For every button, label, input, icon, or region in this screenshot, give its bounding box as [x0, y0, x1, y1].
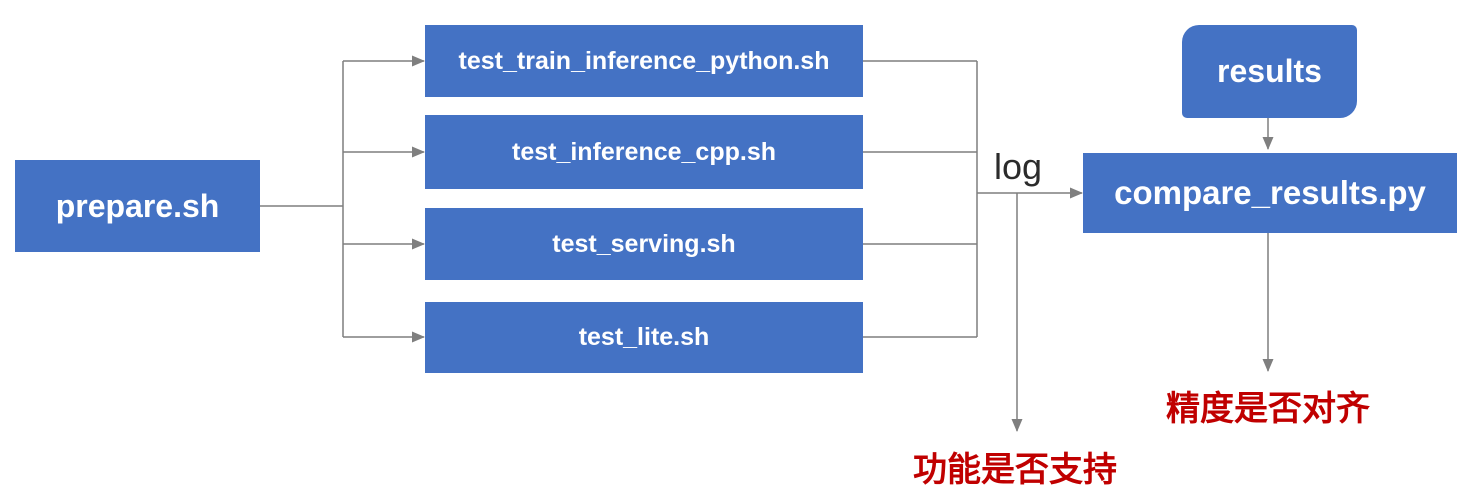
precision-aligned-label: 精度是否对齐: [1166, 390, 1370, 428]
node-test-train-inference-python-sh: test_train_inference_python.sh: [425, 25, 863, 97]
node-results: results: [1182, 25, 1357, 118]
node-test-inference-cpp-sh: test_inference_cpp.sh: [425, 115, 863, 189]
node-test-serving-sh: test_serving.sh: [425, 208, 863, 280]
log-edge-label: log: [993, 146, 1043, 187]
node-compare-results-py: compare_results.py: [1083, 153, 1457, 233]
node-prepare-sh: prepare.sh: [15, 160, 260, 252]
function-support-label: 功能是否支持: [913, 451, 1117, 489]
node-test-lite-sh: test_lite.sh: [425, 302, 863, 373]
